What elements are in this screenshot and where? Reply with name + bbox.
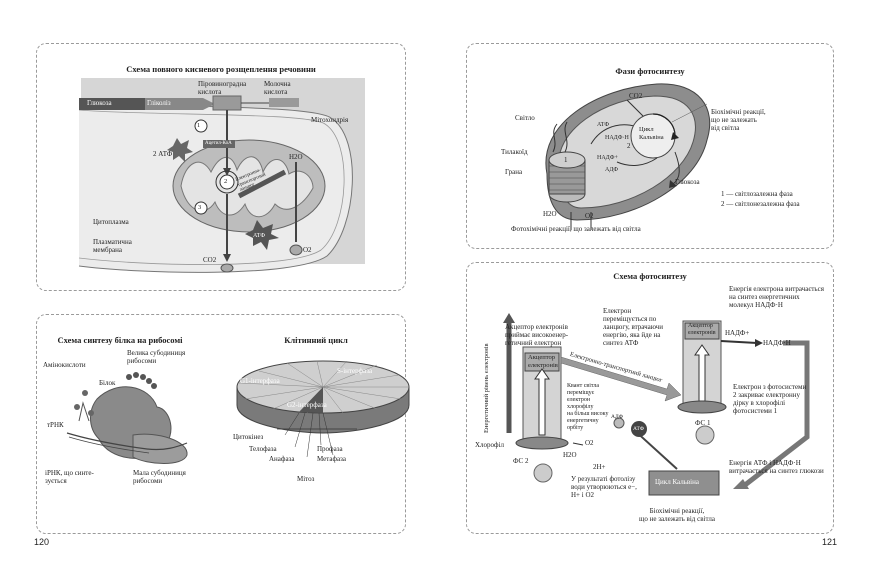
cellcycle-title: Клітинний цикл	[284, 335, 348, 345]
mrna-label: іРНК, що синте- зується	[45, 469, 94, 485]
trna-label: тРНК	[47, 421, 64, 429]
chlorophyll-label: Хлорофіл	[475, 441, 505, 449]
co2-label: CO2	[203, 256, 217, 264]
s-label: S-інтерфаза	[337, 367, 373, 375]
ribosome-drawing	[66, 372, 188, 464]
h2o-label: H2O	[289, 153, 303, 161]
h2o-label-photo: H2O	[563, 451, 577, 459]
calvin-label-phases: Цикл Кальвіна	[639, 126, 664, 141]
chloroplast-drawing	[545, 83, 711, 230]
legend-2: 2 — світлонезалежна фаза	[721, 200, 800, 208]
prophase-label: Профаза	[317, 445, 343, 453]
respiration-drawing	[78, 95, 353, 273]
o2-label: O2	[303, 246, 312, 254]
step-3: 3	[198, 204, 202, 211]
cellcycle-drawing	[236, 360, 410, 458]
ps1-label: ФС 1	[695, 419, 711, 427]
atp2-label: 2 АТФ	[153, 150, 173, 158]
lactic-label: Молочна кислота	[264, 80, 291, 96]
h2-label: 2H+	[593, 463, 606, 471]
respiration-title: Схема повного кисневого розщеплення речо…	[126, 64, 316, 74]
adp-label-photo: АДФ	[611, 414, 624, 420]
nadph-label-phases: НАДФ·Н	[605, 135, 629, 141]
respiration-diagram: Глюкоза Гліколіз Піровиноградна кислота …	[78, 78, 365, 273]
legend-1: 1 — світлозалежна фаза	[721, 190, 793, 198]
acceptor-ps1-label: Акцептор електронів	[688, 323, 716, 336]
phases-panel: Фази фотосинтезу Світло CO2 АТФ НАДФ·Н Н…	[466, 43, 834, 249]
biochem-label-phases: Біохімічні реакції, що не залежать від с…	[711, 108, 766, 132]
glucose-label-phases: Глюкоза	[675, 178, 700, 186]
photochem-label: Фотохімічні реакції, що залежать від сві…	[511, 225, 641, 233]
membrane-label: Плазматична мембрана	[93, 238, 132, 254]
num-1: 1	[564, 156, 568, 164]
atp-label-photo: АТФ	[633, 426, 645, 432]
large-subunit-label: Велика субодиниця рибосоми	[127, 349, 186, 365]
acetyl-label: Ацетил-КоА	[205, 141, 232, 146]
atp-label: АТФ	[253, 233, 266, 239]
page-number-left: 120	[34, 537, 50, 547]
nadp-label-phases: НАДФ+	[597, 155, 618, 161]
cytoplasm-label: Цитоплазма	[93, 218, 129, 226]
light-label: Світло	[515, 114, 535, 122]
mitochondrion-label: Мітохондрія	[311, 116, 349, 124]
nadph-label-photo: НАДФ·Н	[763, 339, 791, 347]
adp-label-phases: АДФ	[605, 167, 619, 173]
photo-panel: Схема фотосинтезу Акцептор електронів пр…	[466, 262, 834, 534]
g2-label: G2-інтерфаза	[287, 401, 327, 409]
ps2-label: ФС 2	[513, 457, 529, 465]
thylakoid-label: Тилакоїд	[501, 148, 528, 156]
calvin-label-photo: Цикл Кальвіна	[655, 478, 699, 486]
cytokinesis-label: Цитокінез	[233, 433, 264, 441]
o2-label-phases: O2	[585, 212, 594, 220]
grana-label: Грана	[505, 168, 523, 176]
h2o-label-phases: H2O	[543, 210, 557, 218]
step-1: 1	[197, 122, 201, 129]
anaphase-label: Анафаза	[269, 455, 295, 463]
co2-label-phases: CO2	[629, 92, 643, 100]
phases-title: Фази фотосинтезу	[615, 66, 685, 76]
num-2: 2	[627, 142, 631, 150]
protein-label: Білок	[99, 379, 116, 387]
acceptor-high-label: Акцептор електронів приймає високоенер- …	[505, 323, 569, 347]
pyruvate-label: Піровиноградна кислота	[198, 80, 247, 96]
atp-label-phases: АТФ	[597, 122, 610, 128]
photolysis-label: У результаті фотолізу води утворюються e…	[571, 475, 637, 499]
quantum-label: Квант світла переміщує електрон хлорофіл…	[567, 383, 609, 431]
energy-axis-label: Енергетичний рівень електронів	[483, 343, 490, 433]
acceptor-ps2-label: Акцептор електронів	[528, 354, 558, 369]
g1-label: G1-інтерфаза	[240, 377, 280, 385]
metaphase-label: Метафаза	[317, 455, 347, 463]
biochem-label-photo: Біохімічні реакції, що не залежать від с…	[639, 507, 715, 523]
amino-label: Амінокислоти	[43, 361, 86, 369]
respiration-panel: Схема повного кисневого розщеплення речо…	[36, 43, 406, 291]
electron-moves-label: Електрон переміщується по ланцюгу, втрач…	[603, 307, 663, 347]
telophase-label: Телофаза	[249, 445, 277, 453]
protein-title: Схема синтезу білка на рибосомі	[57, 335, 183, 345]
step-2: 2	[224, 178, 228, 185]
energy-atp-label: Енергія АТФ і НАДФ·Н витрачається на син…	[729, 459, 824, 475]
photo-title: Схема фотосинтезу	[613, 271, 687, 281]
small-subunit-label: Мала субодиниця рибосоми	[133, 469, 186, 485]
o2-label-photo: O2	[585, 439, 594, 447]
mitosis-label: Мітоз	[297, 475, 315, 483]
page-number-right: 121	[822, 537, 838, 547]
glucose-label: Глюкоза	[87, 99, 112, 107]
from-ps2-label: Електрон з фотосистеми 2 закриває електр…	[733, 383, 807, 415]
nadp-label-photo: НАДФ+	[725, 329, 750, 337]
protein-cycle-panel: Схема синтезу білка на рибосомі Клітинни…	[36, 314, 410, 534]
glycolysis-label: Гліколіз	[147, 99, 171, 107]
energy-nadph-label: Енергія електрона витрачається на синтез…	[729, 285, 824, 309]
photosynthesis-drawing	[503, 313, 810, 496]
